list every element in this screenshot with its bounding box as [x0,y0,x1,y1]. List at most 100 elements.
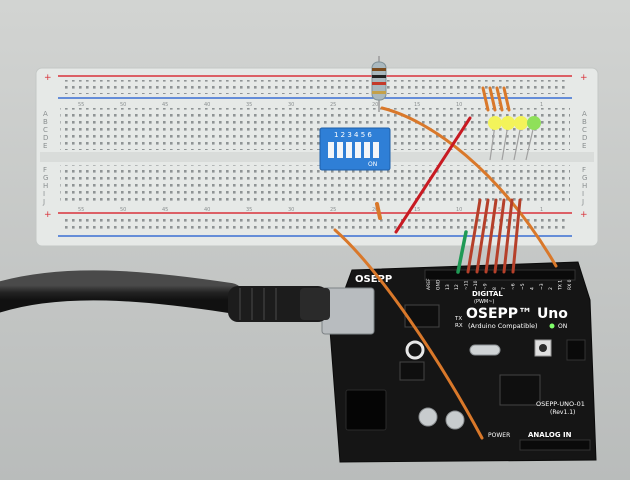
part-number-label: OSEPP-UNO-01 [536,400,585,408]
row-letter: B [582,118,587,126]
pin-label: 13 [445,284,451,290]
led-lens [488,116,502,130]
led-lens [514,116,528,130]
pin-label: ~6 [511,283,517,290]
model-label: OSEPP™ Uno [466,306,568,322]
wire-orange-resistor-to-pin [380,106,558,268]
capacitor [445,410,465,430]
dip-switch[interactable]: 1 2 3 4 5 6 ON [319,127,391,171]
column-number: 10 [456,102,462,108]
column-number: 20 [372,102,378,108]
pwm-label: (PWM~) [474,299,494,305]
analog-header [519,439,591,451]
row-letter: D [582,134,587,142]
led-yellow-3 [513,116,528,161]
pin-label: ~9 [482,283,488,290]
row-letter: J [42,198,45,206]
column-number: 15 [414,102,420,108]
row-letter: G [43,174,48,182]
short-jumpers-top [481,86,511,112]
pin-label: ~11 [464,280,470,290]
rail-plus-label: + [44,210,52,220]
pin-label: ~10 [473,280,479,290]
dip-switch-on-label: ON [368,161,377,168]
center-channel [40,152,594,162]
row-letter: F [582,166,586,174]
wire-green [456,230,468,274]
row-letters-left: A B C D E F G H I J [42,110,48,206]
led-lens [527,116,541,130]
led-lens [501,116,515,130]
column-number: 1 [540,102,543,108]
pin-label: 8 [492,287,498,290]
row-letter: D [43,134,48,142]
tx-label: TX [454,316,462,322]
row-letter: E [582,142,586,150]
power-label: POWER [488,432,510,439]
led-group [488,116,541,161]
on-led-label: ON [558,323,567,330]
rail-holes-bottom [62,217,568,231]
rail-plus-label: + [580,210,588,220]
revision-label: (Rev1.1) [550,409,575,416]
led-green [525,116,541,161]
column-number: 10 [456,207,462,213]
column-number: 5 [498,207,501,213]
pin-label: TX 1 [558,280,564,291]
led-yellow-1 [488,116,502,161]
usb-cable [0,270,330,322]
crystal [469,344,501,356]
pin-label: GND [435,279,441,290]
column-number: 1 [540,207,543,213]
row-letter: G [582,174,587,182]
dip-switch-numbers: 1 2 3 4 5 6 [334,131,372,139]
dip-switch-toggles[interactable] [328,142,379,158]
led-yellow-2 [501,116,515,161]
column-number: 15 [414,207,420,213]
power-jack[interactable] [345,389,387,431]
rail-plus-label: + [580,73,588,83]
rail-holes-top [62,80,568,94]
brand-label: OSEPP [355,274,392,285]
row-letter: C [43,126,48,134]
arduino-board: OSEPP OSEPP™ Uno (Arduino Compatible) DI… [321,261,597,463]
icsp-header [566,339,586,361]
column-number: 55 [78,102,84,108]
column-number: 30 [288,102,294,108]
digital-label: DIGITAL [472,290,503,298]
column-number: 45 [162,102,168,108]
row-letter: I [582,190,584,198]
rx-label: RX [455,323,463,329]
row-letter: A [43,110,48,118]
resistor [371,56,387,112]
pin-label: 7 [501,287,507,290]
pin-label: ~3 [539,283,545,290]
subtitle-label: (Arduino Compatible) [468,322,538,330]
row-letter: F [43,166,47,174]
wire-red-rail [394,116,472,234]
column-number: 25 [330,207,336,213]
column-number: 55 [78,207,84,213]
terminal-holes-bottom [60,165,570,205]
usb-chip [404,304,440,328]
wire-orange-long [333,228,484,440]
wires [333,106,558,440]
breadboard: A B C D E F G H I J A B C D E F G H I J … [35,67,599,247]
row-letter: E [43,142,47,150]
digital-header [424,269,576,281]
on-led-icon [549,323,555,329]
capacitor [418,407,438,427]
column-number: 50 [120,102,126,108]
pin-label: 2 [548,287,554,290]
column-number: 40 [204,207,210,213]
column-number: 35 [246,207,252,213]
wire-orange-small [375,202,382,220]
row-letters-right: A B C D E F G H I J [581,110,587,206]
pin-label: AREF [426,278,432,290]
row-letter: H [43,182,48,190]
column-number: 50 [120,207,126,213]
column-number: 25 [330,102,336,108]
column-numbers: 5555505045454040353530302525202015151010… [78,102,543,213]
